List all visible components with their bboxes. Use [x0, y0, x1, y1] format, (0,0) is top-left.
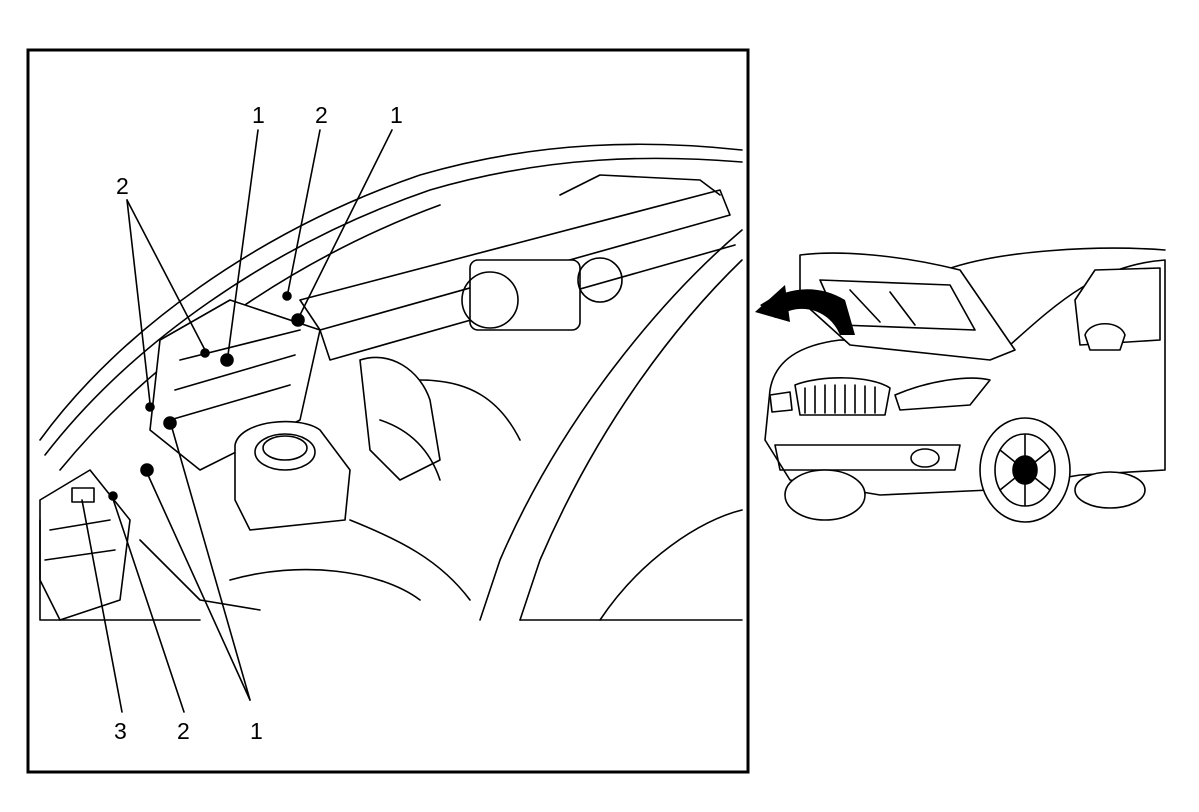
callout-top-1a: 1 [252, 102, 265, 128]
callout-bottom-3: 3 [114, 718, 127, 744]
callout-labels: 1 2 1 2 3 2 1 [114, 102, 403, 744]
callout-top-2: 2 [315, 102, 328, 128]
callout-bottom-2: 2 [177, 718, 190, 744]
curved-arrow-icon [755, 285, 855, 335]
callout-top-1b: 1 [390, 102, 403, 128]
callout-left-2: 2 [116, 173, 129, 199]
callout-bottom-1: 1 [250, 718, 263, 744]
leader-lines [81, 129, 393, 713]
engine-bay-illustration [39, 143, 743, 621]
suv-hood-open-icon [764, 247, 1166, 523]
